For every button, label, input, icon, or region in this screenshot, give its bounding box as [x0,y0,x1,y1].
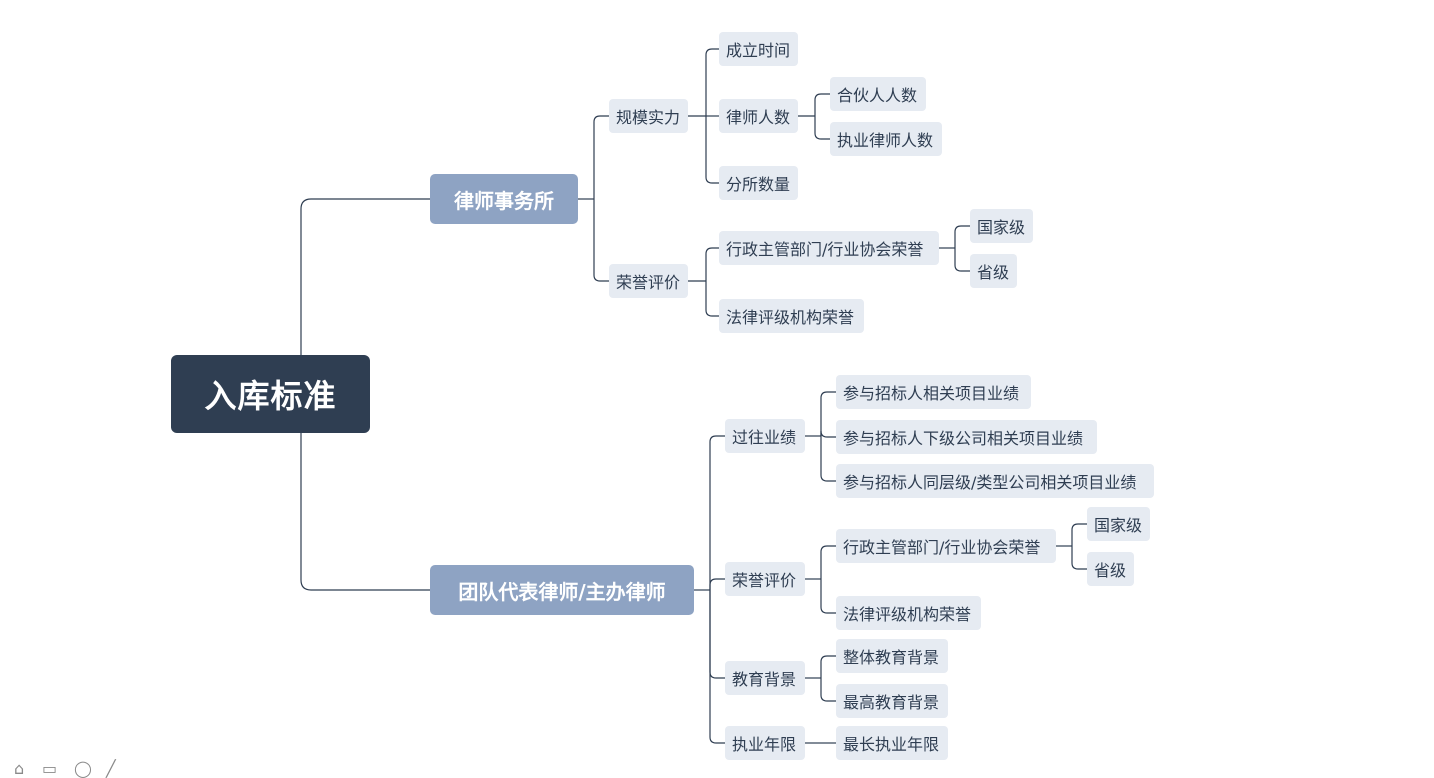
link-scale-link-0 [705,48,719,116]
link-team-link-2 [709,590,725,679]
node-lawyer-count[interactable]: 律师人数 [719,99,798,133]
node-practice-years[interactable]: 执业年限 [725,726,805,760]
link-honor-team-link-0 [820,545,836,579]
node-scale-strength[interactable]: 规模实力 [609,99,688,133]
link-root-branch1 [300,198,430,355]
node-provincial-level-team[interactable]: 省级 [1087,552,1134,586]
root-node[interactable]: 入库标准 [171,355,370,433]
outline-icon[interactable]: ▭ [42,759,58,778]
node-partner-count[interactable]: 合伙人人数 [830,77,926,111]
link-lawyers-link-1 [814,116,830,140]
zoom-icon[interactable]: ⌂ [14,759,25,778]
node-provincial-level-firm[interactable]: 省级 [970,254,1017,288]
search-icon[interactable]: ◯ [74,759,92,778]
link-team-link-0 [709,435,725,590]
node-founding-time[interactable]: 成立时间 [719,32,798,66]
node-rating-agency-honor-firm[interactable]: 法律评级机构荣誉 [719,299,864,333]
link-performance-link-1 [820,430,836,438]
link-performance-link-2 [820,436,836,482]
link-admin-team-link-1 [1071,546,1087,570]
link-admin-firm-link-0 [954,225,970,248]
node-rating-agency-honor-team[interactable]: 法律评级机构荣誉 [836,596,981,630]
node-admin-honor-team[interactable]: 行政主管部门/行业协会荣誉 [836,529,1056,563]
link-education-link-1 [820,678,836,702]
node-national-level-team[interactable]: 国家级 [1087,507,1150,541]
node-honor-rating-team[interactable]: 荣誉评价 [725,562,805,596]
link-admin-team-link-0 [1071,523,1087,546]
node-national-level-firm[interactable]: 国家级 [970,209,1033,243]
node-performance-subsidiary[interactable]: 参与招标人下级公司相关项目业绩 [836,420,1097,454]
node-overall-education[interactable]: 整体教育背景 [836,639,948,673]
link-honor-team-link-1 [820,579,836,614]
node-admin-honor-firm[interactable]: 行政主管部门/行业协会荣誉 [719,231,939,265]
link-honor-firm-link-1 [705,281,719,317]
node-past-performance[interactable]: 过往业绩 [725,419,805,453]
node-highest-education[interactable]: 最高教育背景 [836,684,948,718]
link-team-link-1 [709,578,725,590]
link-team-link-3 [709,590,725,744]
link-performance-link-0 [820,391,836,436]
link-education-link-0 [820,655,836,678]
branch-law-firm[interactable]: 律师事务所 [430,174,578,224]
link-admin-firm-link-1 [954,248,970,272]
node-branch-office-count[interactable]: 分所数量 [719,166,798,200]
node-honor-rating-firm[interactable]: 荣誉评价 [609,264,688,298]
link-lawyers-link-0 [814,93,830,116]
branch-team-lawyer[interactable]: 团队代表律师/主办律师 [430,565,694,615]
link-honor-firm-link-0 [705,247,719,281]
node-longest-practice-years[interactable]: 最长执业年限 [836,726,948,760]
node-education-background[interactable]: 教育背景 [725,661,805,695]
link-firm-link-1 [593,199,609,282]
link-root-branch2 [300,433,430,591]
node-practicing-lawyer-count[interactable]: 执业律师人数 [830,122,942,156]
node-performance-related[interactable]: 参与招标人相关项目业绩 [836,375,1031,409]
more-icon[interactable]: ╱ [106,759,116,778]
node-performance-peer[interactable]: 参与招标人同层级/类型公司相关项目业绩 [836,464,1154,498]
link-scale-link-2 [705,116,719,184]
link-firm-link-0 [593,115,609,199]
